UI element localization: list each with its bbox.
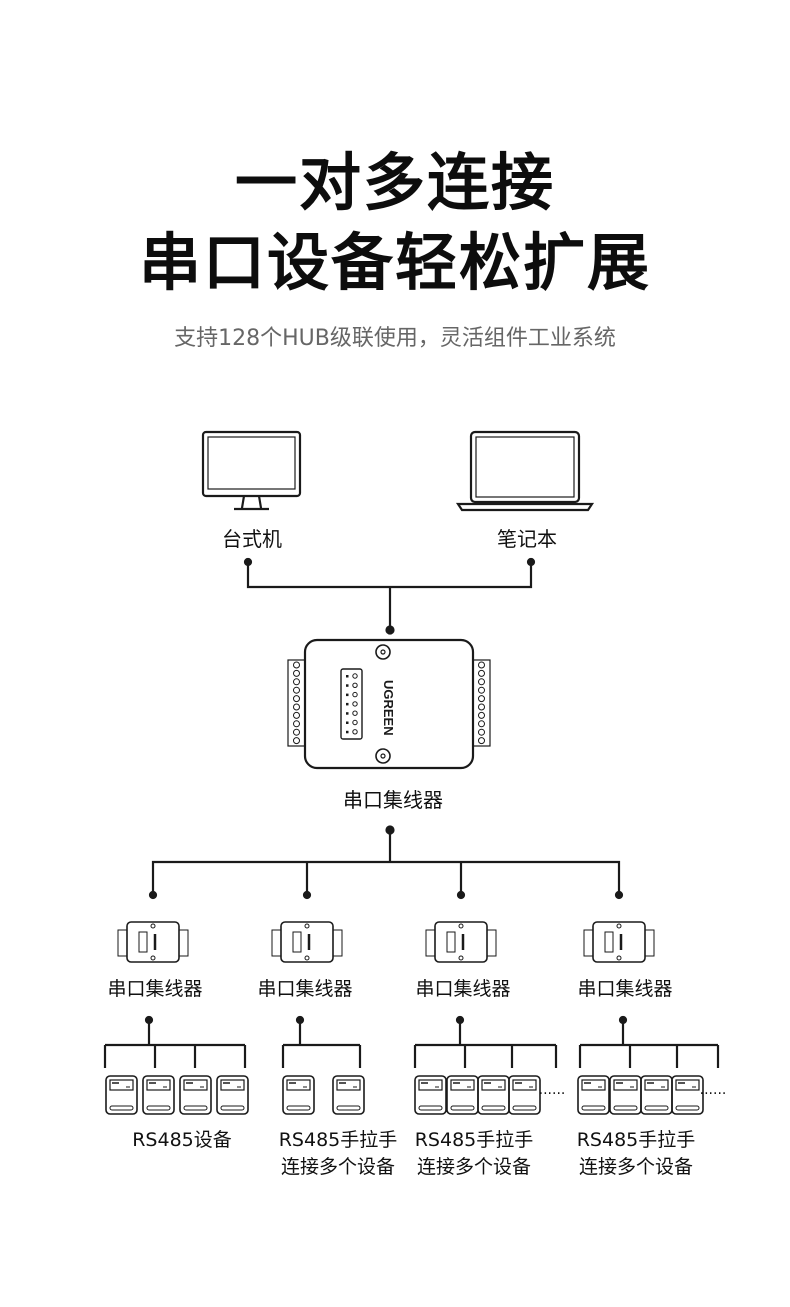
sub-hub-icon-2 — [271, 921, 343, 963]
rs485-device-icon — [609, 1075, 642, 1115]
caption-4-line-2: 连接多个设备 — [578, 1156, 693, 1178]
rs485-device-icon — [179, 1075, 212, 1115]
caption-1: RS485设备 — [132, 1127, 232, 1154]
device-group-3 — [413, 1015, 558, 1115]
rs485-device-icon — [142, 1075, 175, 1115]
rs485-device-icon — [332, 1075, 365, 1115]
sub-hub-icon-1 — [117, 921, 189, 963]
more-devices-ellipsis-4: ...... — [699, 1082, 727, 1098]
top-connector-lines — [243, 557, 536, 635]
caption-1-line-1: RS485设备 — [132, 1129, 232, 1151]
desktop-label: 台式机 — [222, 527, 282, 551]
rs485-device-icon — [216, 1075, 249, 1115]
caption-3: RS485手拉手连接多个设备 — [415, 1127, 534, 1181]
device-group-4 — [577, 1015, 720, 1115]
main-hub-label: 串口集线器 — [343, 788, 443, 812]
sub-hub-icon-4 — [583, 921, 655, 963]
caption-4-line-1: RS485手拉手 — [576, 1129, 696, 1151]
desktop-monitor-icon — [201, 430, 302, 511]
device-group-1 — [103, 1015, 249, 1115]
rs485-device-icon — [446, 1075, 479, 1115]
rs485-device-icon — [508, 1075, 541, 1115]
laptop-icon — [455, 430, 595, 512]
sub-hub-label-3: 串口集线器 — [415, 978, 511, 1000]
rs485-device-icon — [105, 1075, 138, 1115]
caption-4: RS485手拉手连接多个设备 — [577, 1127, 696, 1181]
main-serial-hub-icon: UGREEN — [287, 638, 491, 770]
rs485-device-icon — [282, 1075, 315, 1115]
rs485-device-icon — [414, 1075, 447, 1115]
title-line-1: 一对多连接 — [234, 146, 556, 219]
caption-2-line-2: 连接多个设备 — [280, 1156, 395, 1178]
subtitle: 支持128个HUB级联使用，灵活组件工业系统 — [174, 326, 616, 351]
brand-logo: UGREEN — [381, 680, 396, 736]
rs485-device-icon — [640, 1075, 673, 1115]
sub-hub-label-1: 串口集线器 — [107, 978, 203, 1000]
laptop-label: 笔记本 — [497, 527, 557, 551]
caption-3-line-2: 连接多个设备 — [416, 1156, 531, 1178]
title-line-2: 串口设备轻松扩展 — [138, 226, 652, 299]
sub-hub-icon-3 — [425, 921, 497, 963]
caption-2-line-1: RS485手拉手 — [278, 1129, 398, 1151]
caption-2: RS485手拉手连接多个设备 — [279, 1127, 398, 1181]
rs485-device-icon — [671, 1075, 704, 1115]
caption-3-line-1: RS485手拉手 — [414, 1129, 534, 1151]
more-devices-ellipsis-3: ...... — [538, 1082, 566, 1098]
rs485-device-icon — [477, 1075, 510, 1115]
sub-hub-label-2: 串口集线器 — [257, 978, 353, 1000]
sub-hub-label-4: 串口集线器 — [577, 978, 673, 1000]
hub-branch-lines — [148, 825, 624, 900]
rs485-device-icon — [577, 1075, 610, 1115]
device-group-2 — [281, 1015, 365, 1115]
